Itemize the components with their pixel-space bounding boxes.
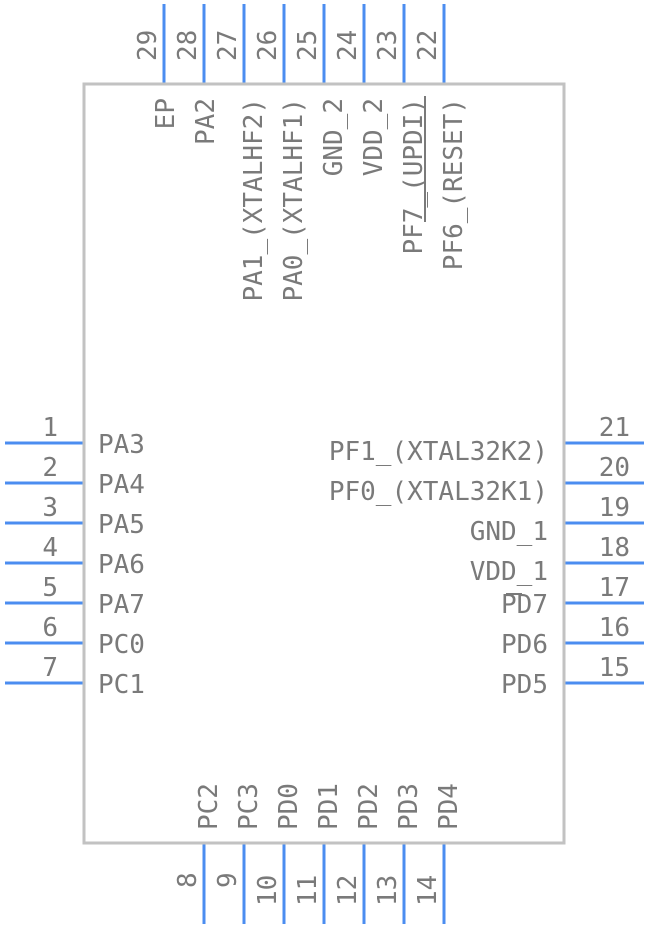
pin-label-28: PA2 <box>191 98 221 145</box>
pin-label-3: PA5 <box>98 510 145 540</box>
pin-number-18: 18 <box>599 533 630 563</box>
pin-number-27: 27 <box>213 30 243 61</box>
pin-label-15: PD5 <box>501 670 548 700</box>
pin-number-5: 5 <box>42 573 58 603</box>
pin-number-24: 24 <box>333 30 363 61</box>
pin-number-10: 10 <box>253 875 283 906</box>
pin-label-13: PD3 <box>394 783 424 830</box>
pin-number-19: 19 <box>599 493 630 523</box>
pin-label-26: PA0_(XTALHF1) <box>279 98 309 302</box>
pin-label-16: PD6 <box>501 630 548 660</box>
pin-number-1: 1 <box>42 413 58 443</box>
pin-number-12: 12 <box>333 875 363 906</box>
pin-label-2: PA4 <box>98 470 145 500</box>
component-body <box>82 82 566 845</box>
left-pin-lines <box>5 441 84 685</box>
pin-label-24: VDD_2 <box>359 98 389 176</box>
pin-number-26: 26 <box>253 30 283 61</box>
pin-label-22: PF6_(RESET) <box>439 98 469 270</box>
pin-label-12: PD2 <box>354 783 384 830</box>
pin-label-20: PF0_(XTAL32K1) <box>329 477 548 507</box>
top-pin-lines <box>162 4 446 84</box>
pin-label-4: PA6 <box>98 550 145 580</box>
pin-number-14: 14 <box>413 875 443 906</box>
right-pin-lines <box>564 441 644 685</box>
pin-number-9: 9 <box>213 872 243 888</box>
pin-number-29: 29 <box>133 30 163 61</box>
bottom-pin-lines <box>202 843 446 924</box>
pin-number-20: 20 <box>599 453 630 483</box>
pin-label-5: PA7 <box>98 590 145 620</box>
pin-number-16: 16 <box>599 613 630 643</box>
pin-number-23: 23 <box>373 30 403 61</box>
pin-label-9: PC3 <box>234 783 264 830</box>
pin-number-13: 13 <box>373 875 403 906</box>
pin-number-17: 17 <box>599 573 630 603</box>
pin-number-7: 7 <box>42 653 58 683</box>
pin-label-7: PC1 <box>98 670 145 700</box>
pin-number-22: 22 <box>413 30 443 61</box>
pin-number-11: 11 <box>293 875 323 906</box>
pin-label-27: PA1_(XTALHF2) <box>239 98 269 302</box>
pin-number-4: 4 <box>42 533 58 563</box>
pin-label-21: PF1_(XTAL32K2) <box>329 437 548 467</box>
pin-number-28: 28 <box>173 30 203 61</box>
pin-number-15: 15 <box>599 653 630 683</box>
pin-label-6: PC0 <box>98 630 145 660</box>
pin-label-10: PD0 <box>274 783 304 830</box>
pin-number-2: 2 <box>42 453 58 483</box>
pin-label-1: PA3 <box>98 430 145 460</box>
pin-number-8: 8 <box>173 872 203 888</box>
pin-label-8: PC2 <box>194 783 224 830</box>
pin-number-21: 21 <box>599 413 630 443</box>
pin-label-11: PD1 <box>314 783 344 830</box>
pin-label-19: GND_1 <box>470 517 548 547</box>
pin-label-25: GND_2 <box>319 98 349 176</box>
pin-number-6: 6 <box>42 613 58 643</box>
pin-label-29: EP <box>151 98 181 129</box>
pin-number-25: 25 <box>293 30 323 61</box>
pin-label-18: VDD_1 <box>470 557 548 587</box>
pin-label-14: PD4 <box>434 783 464 830</box>
pin-number-3: 3 <box>42 493 58 523</box>
